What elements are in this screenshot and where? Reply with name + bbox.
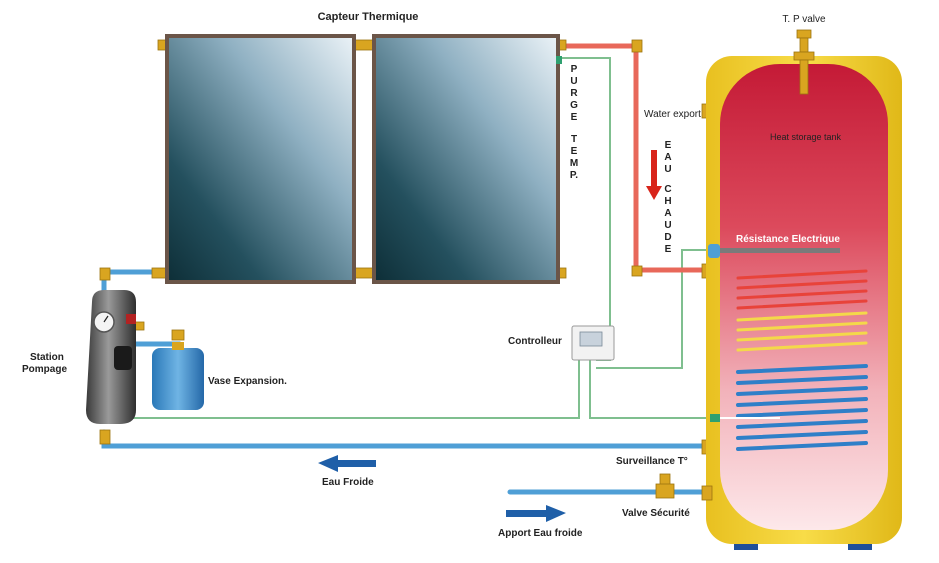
temp-sensor-tank	[710, 414, 720, 422]
svg-text:A: A	[664, 208, 671, 219]
solar-collector-right	[372, 34, 560, 284]
hot-coil	[736, 269, 868, 310]
svg-text:P.: P.	[570, 170, 578, 181]
svg-text:D: D	[664, 232, 671, 243]
expansion-label: Vase Expansion.	[208, 376, 287, 387]
temp-sensor-collector	[556, 56, 562, 64]
collector-label: Capteur Thermique	[318, 11, 419, 23]
temp-monitor-label: Surveillance T°	[616, 456, 688, 467]
svg-text:R: R	[570, 88, 578, 99]
cold-return-arrow	[318, 455, 376, 472]
electric-resistance	[708, 244, 840, 258]
svg-text:E: E	[571, 146, 578, 157]
cold-supply-arrow	[506, 505, 566, 522]
tp-valve-label: T. P valve	[782, 14, 826, 25]
resistance-label: Résistance Electrique	[736, 234, 840, 245]
svg-text:E: E	[665, 244, 672, 255]
solar-collector-left	[165, 34, 356, 284]
tp-valve	[793, 29, 815, 95]
svg-text:U: U	[664, 164, 671, 175]
cold-in-label: Apport Eau froide	[498, 528, 583, 539]
cold-inlet-fitting	[701, 485, 713, 501]
svg-text:P: P	[571, 64, 578, 75]
warm-coil	[736, 311, 868, 352]
pump-station	[86, 290, 136, 424]
svg-text:E: E	[665, 140, 672, 151]
station-label-line2: Pompage	[22, 364, 67, 375]
svg-text:U: U	[570, 76, 577, 87]
station-label-line1: Station	[30, 352, 64, 363]
svg-text:G: G	[570, 100, 578, 111]
controller-screen-icon	[579, 331, 603, 347]
hot-water-label: E A U C H A U D E	[664, 140, 671, 255]
svg-text:T: T	[571, 134, 577, 145]
svg-text:U: U	[664, 220, 671, 231]
svg-text:H: H	[664, 196, 671, 207]
safety-valve-label: Valve Sécurité	[622, 508, 690, 519]
water-export-label: Water export	[644, 109, 701, 120]
pump-motor-icon	[114, 346, 132, 370]
svg-text:C: C	[664, 184, 671, 195]
hot-water-arrow	[646, 150, 662, 200]
svg-text:A: A	[664, 152, 671, 163]
cold-out-label: Eau Froide	[322, 477, 374, 488]
cold-pipes	[101, 269, 785, 523]
tank-label: Heat storage tank	[770, 132, 842, 142]
safety-valve	[655, 473, 675, 499]
expansion-vessel	[152, 342, 204, 410]
temp-label: T E M P.	[570, 134, 578, 181]
controller-unit	[571, 325, 615, 361]
controller-label: Controlleur	[508, 336, 562, 347]
svg-text:E: E	[571, 112, 578, 123]
cold-coil	[736, 364, 868, 451]
svg-text:M: M	[570, 158, 578, 169]
purge-label: P U R G E	[570, 64, 578, 123]
